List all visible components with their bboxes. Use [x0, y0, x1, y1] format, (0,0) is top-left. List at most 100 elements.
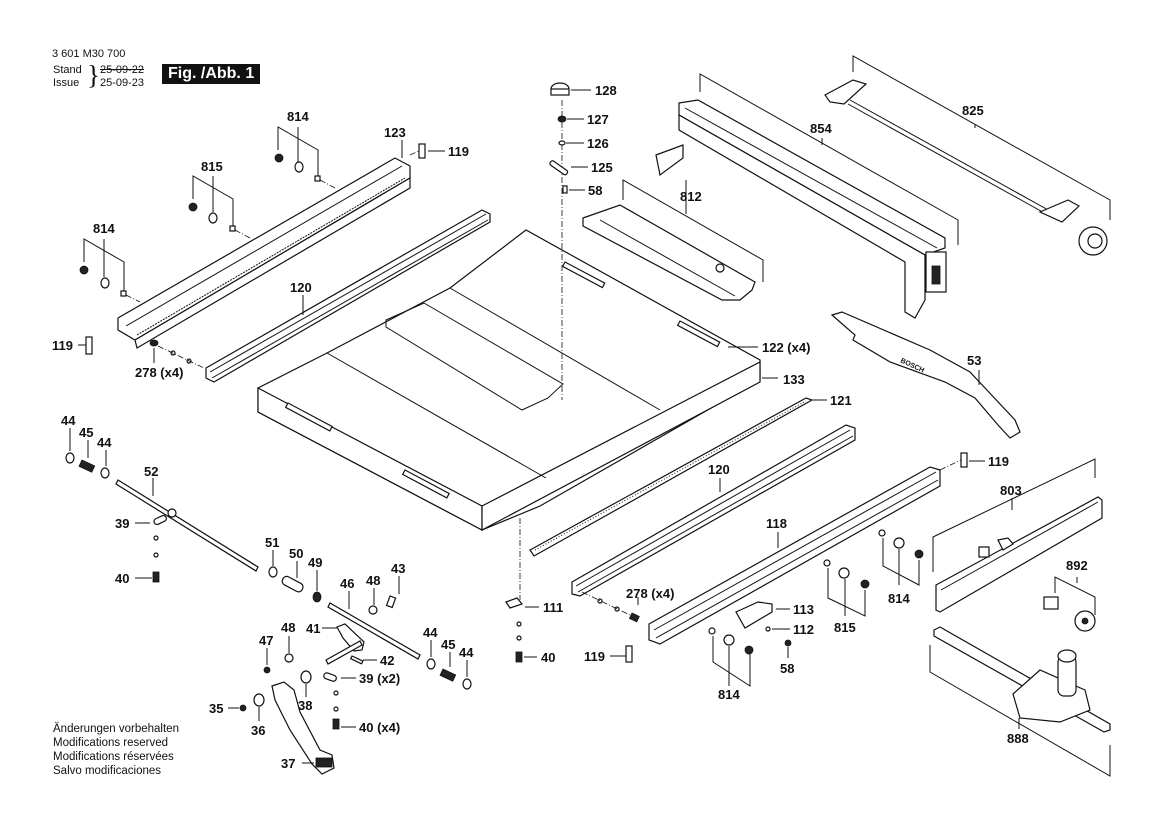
rod-52[interactable] [115, 479, 259, 572]
callout-854: 854 [810, 121, 832, 136]
screw-set-815-right[interactable] [823, 559, 870, 589]
callout-120-upper: 120 [290, 280, 312, 295]
stop-892[interactable] [1043, 596, 1096, 632]
nut-47[interactable] [263, 666, 271, 674]
callout-52: 52 [144, 464, 158, 479]
callout-49: 49 [308, 555, 322, 570]
washer-112[interactable] [765, 626, 771, 632]
knob-128[interactable] [550, 82, 570, 96]
issue-label: Issue [53, 77, 80, 89]
callout-53: 53 [967, 353, 981, 368]
callout-278-upper: 278 (x4) [135, 365, 183, 380]
screw-43[interactable] [385, 595, 397, 609]
washer-48-b[interactable] [284, 653, 294, 663]
stand-date: 25-09-22 [100, 64, 145, 76]
plate-125[interactable] [549, 160, 569, 176]
throat-plate-812[interactable] [582, 204, 756, 301]
screw-set-814-left[interactable] [79, 265, 127, 297]
guide-113[interactable] [735, 601, 773, 629]
pin-39-x2[interactable] [323, 672, 337, 682]
callout-121: 121 [830, 393, 852, 408]
callout-119-left: 119 [52, 338, 73, 353]
spring-45-b[interactable] [439, 668, 457, 682]
spring-45-a[interactable] [78, 459, 96, 473]
miter-gauge-888[interactable] [933, 626, 1111, 733]
sleeve-50[interactable] [281, 575, 305, 593]
callout-814-left: 814 [93, 221, 115, 236]
callout-127: 127 [587, 112, 609, 127]
pin-42[interactable] [349, 655, 364, 665]
lever-41[interactable] [325, 623, 365, 665]
callout-38: 38 [298, 698, 312, 713]
callout-40-x4: 40 (x4) [359, 720, 400, 735]
washer-44-c[interactable] [426, 658, 436, 670]
washer-44-a[interactable] [65, 452, 75, 464]
brace-icon: } [87, 60, 100, 90]
end-cap-119-top[interactable] [418, 143, 426, 159]
callout-803: 803 [1000, 483, 1022, 498]
screw-58-top[interactable] [562, 185, 568, 194]
callout-46: 46 [340, 576, 354, 591]
callout-812: 812 [680, 189, 702, 204]
washer-51[interactable] [268, 566, 278, 578]
callout-47: 47 [259, 633, 273, 648]
nut-49[interactable] [312, 591, 322, 603]
fence-803[interactable] [935, 496, 1103, 613]
callout-45-a: 45 [79, 425, 93, 440]
washer-38[interactable] [300, 670, 312, 684]
screw-58-lower[interactable] [784, 639, 792, 647]
callout-40-left: 40 [115, 571, 129, 586]
callout-44-c: 44 [423, 625, 438, 640]
callout-125: 125 [591, 160, 613, 175]
washer-44-b[interactable] [100, 467, 110, 479]
shaft-46[interactable] [327, 602, 421, 660]
note-de: Änderungen vorbehalten [53, 723, 179, 735]
callout-39: 39 [115, 516, 129, 531]
screw-40-left[interactable] [152, 535, 160, 583]
screw-40-x4[interactable] [332, 690, 340, 730]
washer-44-d[interactable] [462, 678, 472, 690]
callout-120-lower: 120 [708, 462, 730, 477]
pin-39[interactable] [153, 514, 167, 526]
bracket-111[interactable] [505, 597, 524, 609]
callout-119-right: 119 [988, 454, 1009, 469]
washer-36[interactable] [253, 693, 265, 707]
pedal-37[interactable] [271, 681, 335, 775]
callout-41: 41 [306, 621, 320, 636]
callout-40-center: 40 [541, 650, 555, 665]
screw-set-815[interactable] [188, 202, 236, 232]
washer-126[interactable] [558, 140, 566, 146]
screw-278-lower[interactable] [597, 598, 640, 623]
rail-118[interactable] [648, 466, 941, 645]
screw-278-upper[interactable] [149, 339, 192, 364]
rip-fence-854[interactable] [655, 99, 947, 319]
callout-122: 122 (x4) [762, 340, 810, 355]
screw-set-814-right[interactable] [878, 529, 924, 559]
rail-120-lower[interactable] [571, 424, 856, 597]
note-es: Salvo modificaciones [53, 765, 162, 777]
callout-888: 888 [1007, 731, 1029, 746]
rail-120-upper[interactable] [205, 209, 491, 383]
riving-knife-53[interactable]: BOSCH [830, 311, 1021, 439]
nut-127[interactable] [557, 115, 567, 123]
end-cap-119-lower[interactable] [625, 645, 633, 663]
clip-35[interactable] [239, 704, 247, 712]
callout-44-a: 44 [61, 413, 76, 428]
callout-118: 118 [766, 516, 787, 531]
screw-set-814-lower[interactable] [708, 627, 754, 655]
callout-133: 133 [783, 372, 805, 387]
washer-48-a[interactable] [368, 605, 378, 615]
end-cap-119-left[interactable] [85, 336, 93, 355]
rail-123[interactable] [117, 157, 411, 349]
callout-112: 112 [793, 622, 814, 637]
end-cap-119-right[interactable] [960, 452, 968, 468]
fence-lock-825[interactable] [824, 79, 1108, 256]
screw-40-center[interactable] [515, 621, 523, 663]
callout-48-b: 48 [281, 620, 295, 635]
callout-45-b: 45 [441, 637, 455, 652]
callout-39-x2: 39 (x2) [359, 671, 400, 686]
callout-58-lower: 58 [780, 661, 794, 676]
table-top-133[interactable] [257, 229, 761, 531]
callout-815-right: 815 [834, 620, 856, 635]
